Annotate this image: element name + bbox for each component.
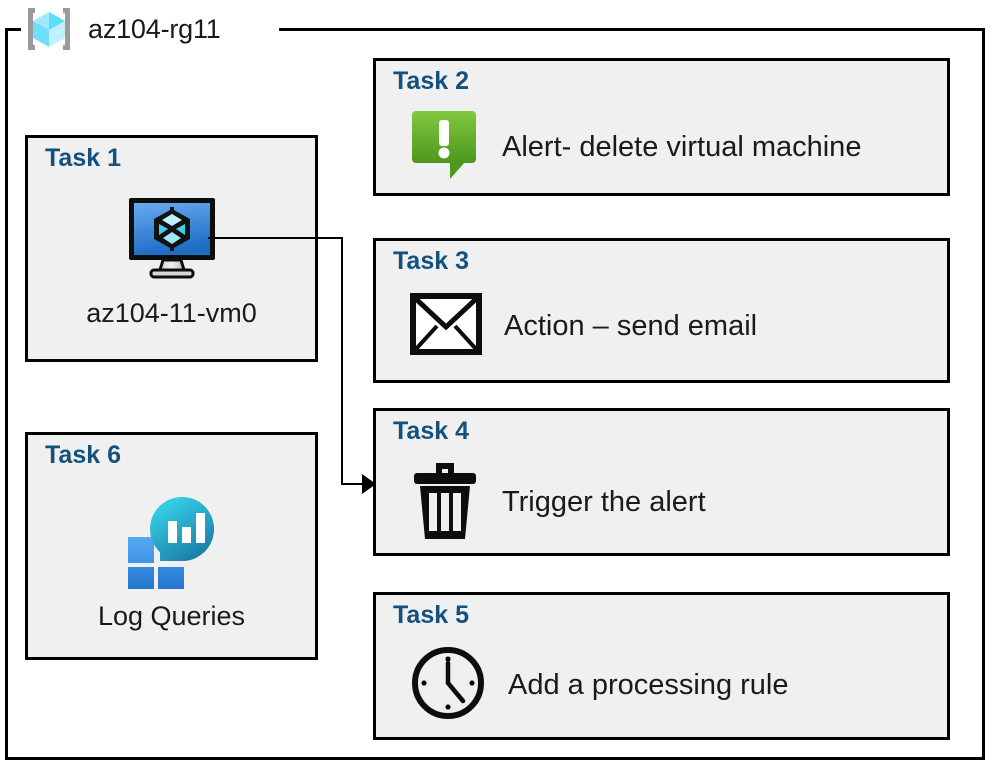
- resource-group-border-bottom: [5, 757, 985, 760]
- resource-group-border-top-left: [5, 28, 21, 31]
- resource-group-border-right: [982, 28, 985, 760]
- task-card-2[interactable]: Task 2 Alert- delete virtual machin: [373, 58, 950, 196]
- log-analytics-icon: [120, 493, 224, 594]
- task-3-label: Action – send email: [504, 310, 758, 342]
- task-6-title: Task 6: [45, 441, 121, 469]
- envelope-icon: [410, 293, 482, 360]
- task-card-6[interactable]: Task 6: [25, 432, 318, 660]
- resource-group-header: az104-rg11: [22, 2, 221, 56]
- clock-icon: [410, 645, 486, 726]
- task-1-icon-wrap: [28, 196, 315, 285]
- connector-segment-horizontal-bottom: [341, 483, 365, 485]
- resource-group-border-left: [5, 28, 8, 760]
- task-card-3[interactable]: Task 3 Action – send email: [373, 238, 950, 383]
- task-4-label: Trigger the alert: [502, 486, 706, 518]
- task-card-1[interactable]: Task 1: [25, 135, 318, 362]
- task-2-title: Task 2: [393, 67, 469, 95]
- task-6-icon-wrap: [28, 493, 315, 594]
- trash-bin-icon: [410, 459, 480, 546]
- task-5-row: Add a processing rule: [410, 645, 789, 726]
- resource-group-border-top-right: [279, 28, 985, 31]
- task-4-title: Task 4: [393, 417, 469, 445]
- task-card-5[interactable]: Task 5 Add a processing rule: [373, 592, 950, 740]
- task-card-4[interactable]: Task 4 Trigger the alert: [373, 408, 950, 556]
- resource-group-label: az104-rg11: [88, 13, 221, 44]
- arrowhead-right-icon: [362, 474, 376, 494]
- task-3-title: Task 3: [393, 247, 469, 275]
- task-6-label: Log Queries: [97, 601, 246, 631]
- task-4-row: Trigger the alert: [410, 459, 706, 546]
- alert-bubble-icon: [410, 109, 480, 186]
- task-3-row: Action – send email: [410, 293, 757, 360]
- task-5-title: Task 5: [393, 601, 469, 629]
- virtual-machine-icon: [125, 196, 219, 285]
- task-2-row: Alert- delete virtual machine: [410, 109, 861, 186]
- azure-resource-group-icon: [22, 4, 76, 54]
- task-5-label: Add a processing rule: [508, 669, 789, 701]
- task-2-label: Alert- delete virtual machine: [502, 131, 862, 163]
- connector-segment-vertical: [341, 237, 343, 485]
- connector-segment-horizontal-top: [208, 237, 343, 239]
- task-1-label: az104-11-vm0: [86, 298, 257, 328]
- task-1-title: Task 1: [45, 144, 121, 172]
